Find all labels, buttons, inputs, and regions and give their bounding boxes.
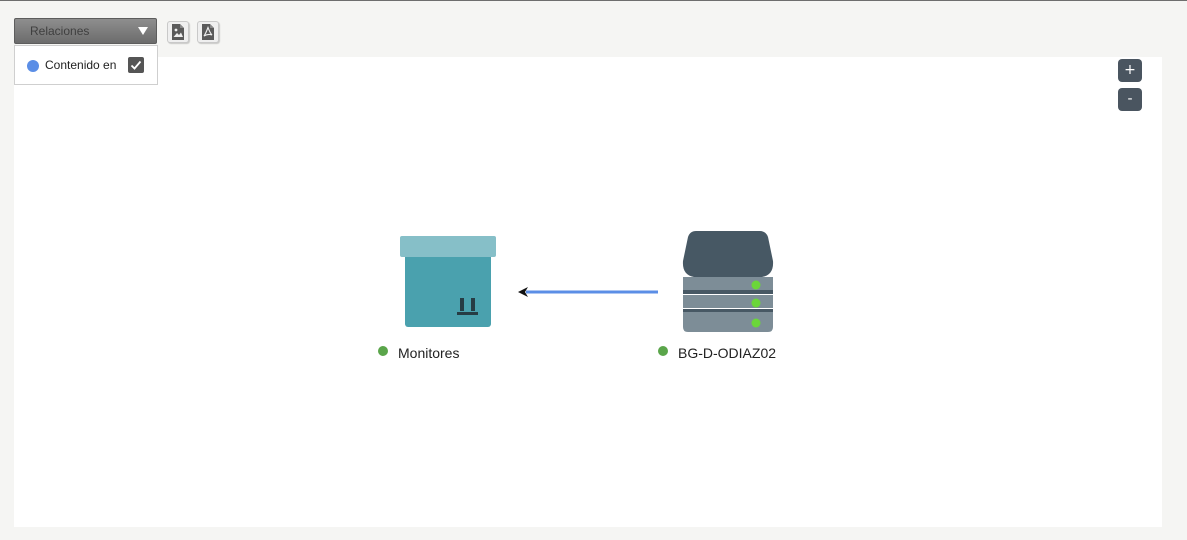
server-icon[interactable] — [682, 231, 774, 333]
relations-dropdown-label: Relaciones — [30, 24, 90, 38]
checkmark-icon — [130, 60, 142, 70]
monitor-box-icon[interactable] — [400, 236, 496, 328]
export-pdf-button[interactable] — [197, 21, 219, 43]
caret-down-icon — [138, 27, 148, 35]
pdf-export-icon — [202, 24, 214, 40]
node-label-monitores[interactable]: Monitores — [398, 345, 460, 361]
relations-dropdown[interactable]: Relaciones — [14, 18, 157, 44]
zoom-out-button[interactable]: - — [1118, 88, 1142, 111]
status-dot — [378, 346, 388, 356]
image-export-icon — [172, 24, 184, 40]
relations-panel: Contenido en — [14, 45, 158, 85]
relation-edge-arrow[interactable] — [516, 283, 661, 301]
status-dot — [658, 346, 668, 356]
node-label-server[interactable]: BG-D-ODIAZ02 — [678, 345, 777, 361]
relation-checkbox[interactable] — [128, 57, 144, 73]
export-image-button[interactable] — [167, 21, 189, 43]
relation-label: Contenido en — [45, 58, 117, 72]
relation-color-dot — [27, 60, 39, 72]
zoom-in-button[interactable]: + — [1118, 59, 1142, 82]
